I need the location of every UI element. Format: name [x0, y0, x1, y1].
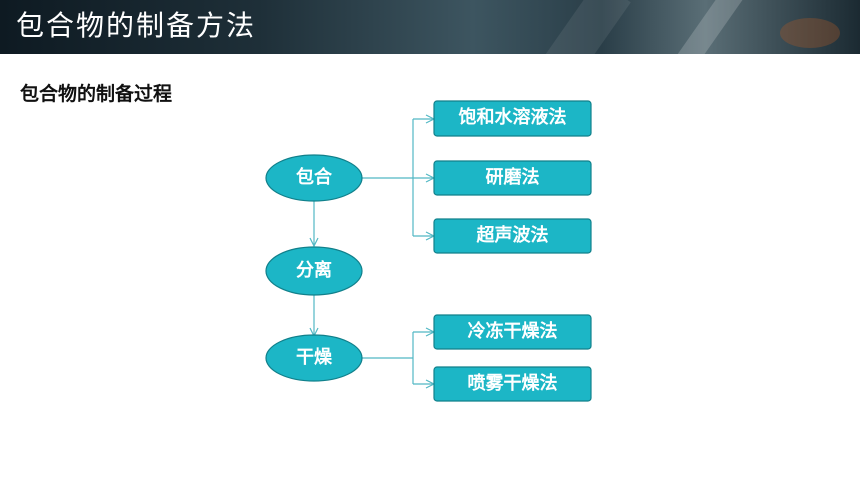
step-node-ganzao: [265, 334, 363, 382]
method-label: 饱和水溶液法: [458, 107, 567, 128]
step-label: 干燥: [296, 347, 332, 368]
method-box: [433, 218, 592, 254]
method-label: 超声波法: [476, 225, 549, 246]
step-label: 包合: [296, 167, 332, 188]
method-box: [433, 366, 592, 402]
method-box: [433, 160, 592, 196]
step-node-fenli: [265, 246, 363, 296]
header-banner: 包合物的制备方法: [0, 0, 860, 54]
method-label: 研磨法: [485, 167, 540, 188]
method-label: 喷雾干燥法: [467, 373, 558, 394]
step-label: 分离: [296, 260, 332, 281]
section-title: 包合物的制备过程: [20, 83, 173, 105]
method-box: [433, 314, 592, 350]
page-title: 包合物的制备方法: [16, 9, 257, 42]
banner-decoration: [780, 18, 840, 48]
step-node-baohe: [265, 154, 363, 202]
method-box: [433, 100, 592, 137]
method-label: 冷冻干燥法: [467, 321, 558, 342]
